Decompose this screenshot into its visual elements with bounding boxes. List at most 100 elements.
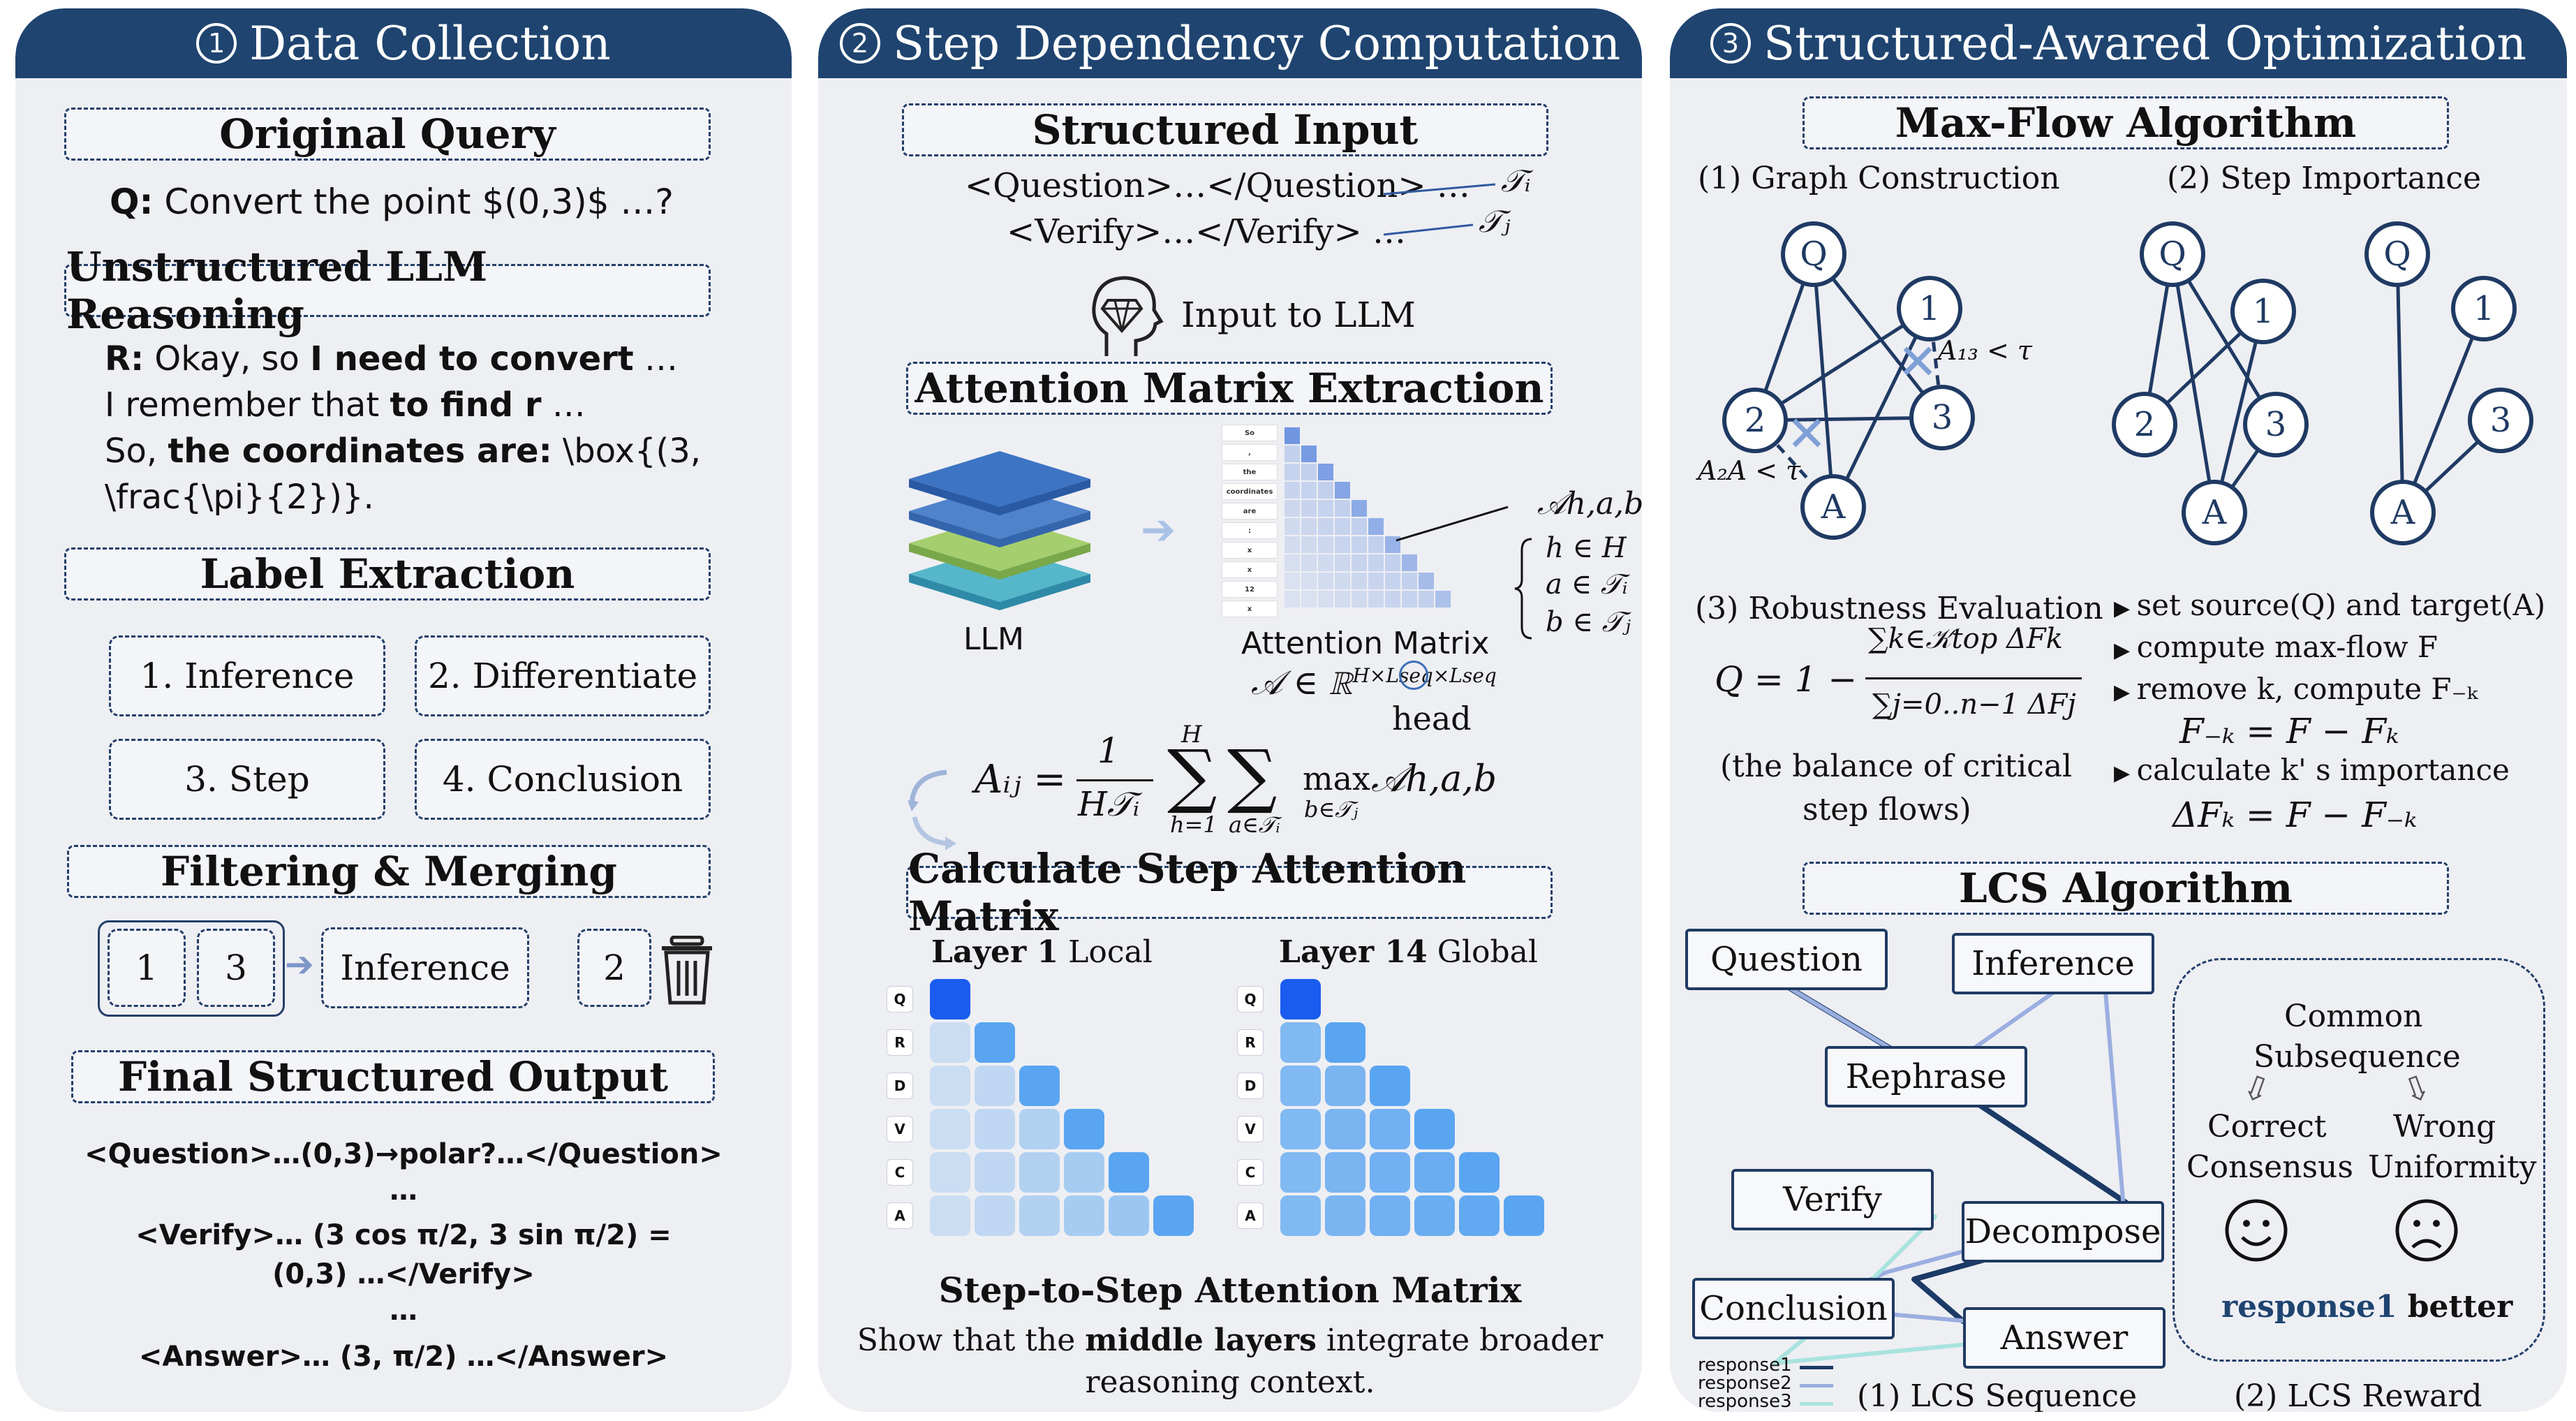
attention-cell	[1368, 518, 1384, 535]
robustness-label: (3) Robustness Evaluation	[1695, 591, 2103, 626]
merge-item: 1	[108, 929, 186, 1007]
panel-data-collection: 1 Data Collection Original Query Q: Conv…	[15, 8, 792, 1412]
maxflow-title: Max-Flow Algorithm	[1803, 96, 2449, 149]
attention-cell	[1301, 554, 1317, 571]
graph-edge	[2401, 308, 2486, 513]
lcs-reward-label: (2) LCS Reward	[2234, 1378, 2482, 1412]
attention-cell	[1301, 446, 1317, 462]
merge-item: 3	[197, 929, 275, 1007]
lcs-response-path	[1780, 956, 2126, 1330]
note-text: integrate broader	[1316, 1323, 1604, 1358]
bullet-icon: ▶	[2114, 596, 2137, 621]
formula-lhs: Q = 1 −	[1715, 659, 1858, 700]
step-number-badge: 3	[1710, 23, 1751, 64]
graph-node: Q	[1781, 221, 1846, 287]
reasoning-text: …	[633, 339, 679, 378]
fraction-bar	[1076, 779, 1153, 781]
attention-cell	[1352, 500, 1367, 517]
attention-formula: Aᵢⱼ = 1 H𝒯ᵢ H ∑ h=1 ∑ a∈𝒯ᵢ max b∈𝒯ⱼ 𝒜h,a…	[975, 721, 1533, 846]
attention-cell	[1318, 518, 1333, 535]
attention-cell	[1285, 518, 1300, 535]
attention-cell	[1318, 500, 1333, 517]
threshold-label: A₂A < τ	[1698, 455, 1801, 486]
bullet-text: set source(Q) and target(A)	[2136, 588, 2546, 622]
final-line: <Answer>… (3, π/2) …</Answer>	[138, 1341, 669, 1373]
graph-node: Q	[2140, 221, 2205, 287]
step-importance-label: (2) Step Importance	[2167, 161, 2482, 196]
discard-item: 2	[577, 929, 651, 1007]
graph-edge	[2170, 253, 2278, 426]
attention-cell	[1318, 554, 1333, 571]
formula-denominator: H𝒯ᵢ	[1078, 785, 1140, 824]
attention-cell	[1285, 482, 1300, 499]
graph-node: 2	[2112, 392, 2177, 457]
svg-text:2: 2	[2134, 405, 2156, 444]
layer-name: Layer 1	[931, 934, 1059, 970]
flow-arrow-icon: ➔	[1141, 506, 1176, 554]
attention-cell	[1318, 464, 1333, 480]
step-cell	[975, 1152, 1015, 1193]
panel-header: 2 Step Dependency Computation	[818, 8, 1642, 78]
token-set-label: 𝒯ᵢ	[1501, 163, 1531, 199]
correct-label: Correct	[2207, 1109, 2327, 1144]
original-query-title: Original Query	[64, 108, 711, 161]
step-cell	[1280, 1066, 1321, 1106]
attention-cell	[1385, 573, 1400, 589]
structured-input-line-2: <Verify>…</Verify> …	[1007, 212, 1406, 251]
step-row-label: C	[887, 1159, 913, 1186]
token-span-connectors	[1383, 183, 1496, 236]
equation: F₋ₖ = F − Fₖ	[2179, 711, 2399, 751]
structured-input-line-1: <Question>…</Question> …	[965, 166, 1470, 205]
attention-cell	[1335, 500, 1350, 517]
step-cell	[1325, 1022, 1365, 1063]
attention-cell	[1368, 536, 1384, 553]
graph-node: 1	[2451, 276, 2517, 341]
label-extraction-title: Label Extraction	[64, 547, 711, 601]
filtering-title: Filtering & Merging	[67, 845, 711, 898]
robustness-formula: Q = 1 − ∑k∈𝒦top ΔFk ∑j=0..n−1 ΔFj	[1715, 623, 2105, 749]
step-number-badge: 2	[839, 23, 880, 64]
reasoning-line-2: I remember that to find r …	[105, 385, 586, 425]
final-line: …	[390, 1295, 417, 1327]
attention-cell	[1335, 573, 1350, 589]
head-gem-icon	[1092, 276, 1164, 356]
query-line: Q: Convert the point $(0,3)$ …?	[110, 182, 674, 222]
step-cell	[1325, 1195, 1365, 1236]
better-text: better	[2397, 1289, 2513, 1325]
legend-swatch-response2	[1800, 1384, 1833, 1387]
reasoning-text: \box{(3,	[552, 432, 702, 471]
step-row-label: A	[1237, 1202, 1264, 1229]
svg-text:A: A	[2202, 493, 2228, 532]
graph-node: 3	[1909, 385, 1975, 450]
bullet-text: compute max-flow F	[2136, 630, 2438, 664]
step-matrix-note: Show that the middle layers integrate br…	[818, 1323, 1642, 1358]
query-text: Convert the point $(0,3)$ …?	[164, 182, 674, 222]
reasoning-text: Okay, so	[154, 339, 311, 378]
graph-edge	[1812, 253, 1944, 419]
svg-text:2: 2	[1745, 401, 1766, 440]
wrong-label: Wrong	[2393, 1109, 2496, 1144]
head-label: head	[1392, 700, 1472, 737]
graph-edge	[1831, 307, 1932, 508]
fraction-bar	[1865, 677, 2082, 679]
cut-marker-icon	[1792, 418, 1821, 448]
step-cell	[1414, 1152, 1455, 1193]
label-box: 2. Differentiate	[415, 635, 711, 716]
attention-cell	[1385, 554, 1400, 571]
graph-edge	[2170, 253, 2216, 513]
step-cell	[975, 1022, 1015, 1063]
attention-cell	[1301, 591, 1317, 608]
trash-icon	[662, 936, 712, 1005]
bullet-item: ▶ remove k, compute F₋ₖ	[2114, 672, 2478, 706]
max-operator: max	[1303, 760, 1370, 797]
input-to-llm-label: Input to LLM	[1181, 295, 1416, 335]
step-cell	[1459, 1195, 1500, 1236]
step-cell	[930, 1195, 970, 1236]
formula-lhs: Aᵢⱼ =	[975, 757, 1067, 802]
legend-label: response1	[1698, 1355, 1792, 1376]
graph-node: A	[1800, 474, 1866, 540]
step-matrix-title: Calculate Step Attention Matrix	[906, 845, 1553, 940]
attention-cell	[1368, 554, 1384, 571]
